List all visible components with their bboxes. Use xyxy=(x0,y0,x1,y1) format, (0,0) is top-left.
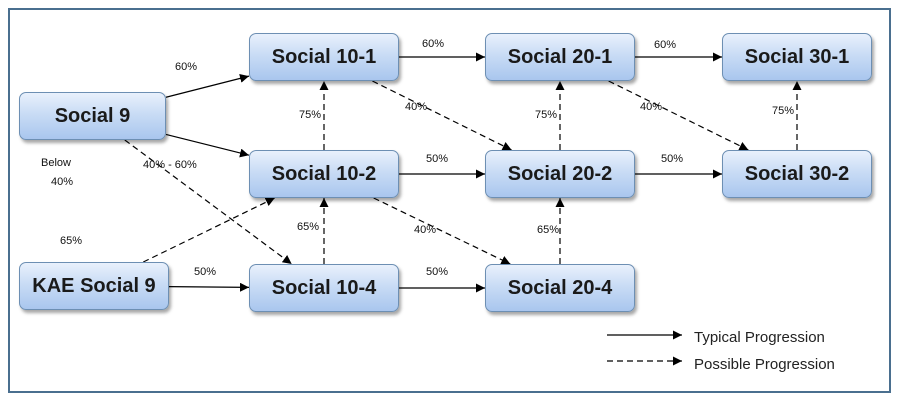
edge-label-kae-to-10-4: 50% xyxy=(194,266,217,278)
edge-label-social9-to-10-2: 40% - 60% xyxy=(143,159,197,171)
edge-label-social9-to-10-1: 60% xyxy=(175,61,198,73)
node-social-20-1: Social 20-1 xyxy=(485,33,635,81)
node-kae-social-9: KAE Social 9 xyxy=(19,262,169,310)
node-social-10-1: Social 10-1 xyxy=(249,33,399,81)
node-social-30-1: Social 30-1 xyxy=(722,33,872,81)
edge-label-10-1-to-20-2: 40% xyxy=(405,101,428,113)
node-social-9: Social 9 xyxy=(19,92,166,140)
edge-kae-social-9-to-social-10-2 xyxy=(143,197,275,263)
edge-label-20-2-to-20-1: 75% xyxy=(535,109,558,121)
node-social-10-4: Social 10-4 xyxy=(249,264,399,312)
node-social-20-4: Social 20-4 xyxy=(485,264,635,312)
edge-label-10-2-to-10-1: 75% xyxy=(299,109,322,121)
edge-label-30-2-to-30-1: 75% xyxy=(772,105,795,117)
edge-label-10-1-to-20-1: 60% xyxy=(422,38,445,50)
legend-possible-label: Possible Progression xyxy=(694,356,835,373)
edge-label-20-1-to-30-1: 60% xyxy=(654,39,677,51)
edge-label-20-2-to-30-2: 50% xyxy=(661,153,684,165)
edge-label-social9-to-10-4-line1: Below xyxy=(41,157,71,169)
edge-label-kae-to-10-2: 65% xyxy=(60,235,83,247)
edge-label-10-2-to-20-2: 50% xyxy=(426,153,449,165)
edge-label-social9-to-10-4-line2: 40% xyxy=(51,176,74,188)
edge-label-20-4-to-20-2: 65% xyxy=(537,224,560,236)
edge-social-9-to-social-10-1 xyxy=(165,73,250,98)
edge-social-10-2-to-social-20-4 xyxy=(373,197,511,265)
edge-social-9-to-social-10-4 xyxy=(124,139,293,265)
edge-label-20-1-to-30-2: 40% xyxy=(640,101,663,113)
node-social-10-2: Social 10-2 xyxy=(249,150,399,198)
edge-label-10-4-to-10-2: 65% xyxy=(297,221,320,233)
edge-label-10-2-to-20-4: 40% xyxy=(414,224,437,236)
node-social-30-2: Social 30-2 xyxy=(722,150,872,198)
node-social-20-2: Social 20-2 xyxy=(485,150,635,198)
edge-social-10-1-to-social-20-2 xyxy=(372,80,512,151)
legend-typical-label: Typical Progression xyxy=(694,329,825,346)
edge-social-9-to-social-10-2 xyxy=(165,133,250,158)
edge-label-10-4-to-20-4: 50% xyxy=(426,266,449,278)
edge-social-20-1-to-social-30-2 xyxy=(608,80,749,151)
edge-kae-social-9-to-social-10-4 xyxy=(168,282,250,292)
